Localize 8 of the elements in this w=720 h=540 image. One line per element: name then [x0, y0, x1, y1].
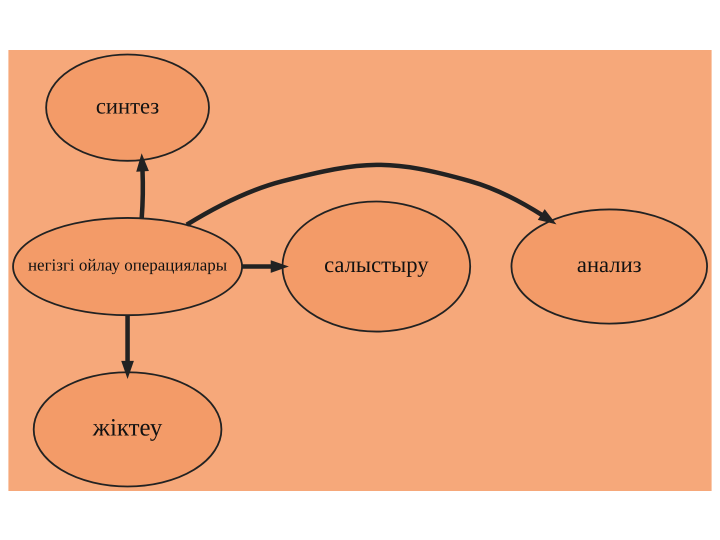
node-ellipse: жіктеу [32, 370, 222, 487]
node-ellipse: негізгі ойлау операциялары [12, 216, 243, 316]
arrow [121, 314, 134, 379]
arrow [242, 260, 289, 272]
arrow [186, 162, 556, 226]
node-ellipse: салыстыру [282, 200, 472, 332]
node-ellipse: синтез [45, 53, 210, 162]
arrow [136, 152, 149, 218]
